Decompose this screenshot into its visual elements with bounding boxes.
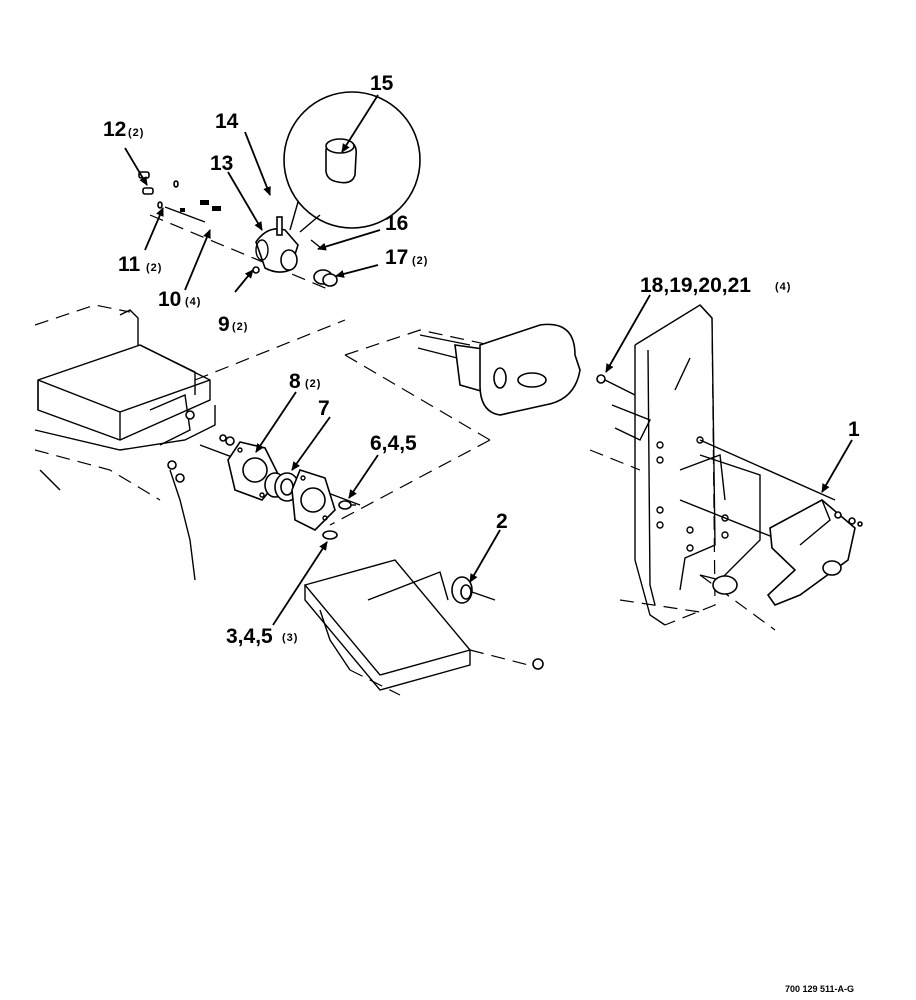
lower-beam-assembly <box>303 559 544 696</box>
figure-reference: 700 129 511-A-G <box>785 984 854 994</box>
callout-14: 14 <box>215 110 239 133</box>
callout-8-qty: (2) <box>305 378 321 390</box>
upper-shaft-assembly <box>138 91 421 291</box>
callout-7: 7 <box>318 397 330 420</box>
bracket-part-1 <box>766 499 863 606</box>
callout-3-4-5: 3,4,5 <box>226 625 273 648</box>
callout-arrows <box>124 94 853 626</box>
callout-15: 15 <box>370 72 394 95</box>
callout-6-4-5: 6,4,5 <box>370 432 417 455</box>
callout-labels: 15 14 13 12 (2) 16 17 (2) 11 (2) 10 (4) … <box>103 72 860 994</box>
callout-18-21: 18,19,20,21 <box>640 274 751 297</box>
callout-2: 2 <box>496 510 508 533</box>
center-shaft-gearbox <box>329 323 581 526</box>
callout-11: 11 <box>118 253 141 276</box>
callout-11-qty: (2) <box>146 262 162 274</box>
callout-16: 16 <box>385 212 408 235</box>
callout-13: 13 <box>210 152 233 175</box>
callout-1: 1 <box>848 418 860 441</box>
callout-10-qty: (4) <box>185 296 201 308</box>
right-side-plate <box>589 304 836 631</box>
callout-12-qty: (2) <box>128 127 144 139</box>
callout-10: 10 <box>158 288 181 311</box>
callout-17-qty: (2) <box>412 255 428 267</box>
callout-17: 17 <box>385 246 408 269</box>
callout-8: 8 <box>289 370 301 393</box>
bearing-assembly <box>199 434 361 540</box>
callout-12: 12 <box>103 118 126 141</box>
callout-18-21-qty: (4) <box>775 281 791 293</box>
callout-9-qty: (2) <box>232 321 248 333</box>
left-frame-assembly <box>34 304 346 581</box>
callout-3-4-5-qty: (3) <box>282 632 298 644</box>
callout-9: 9 <box>218 313 230 336</box>
